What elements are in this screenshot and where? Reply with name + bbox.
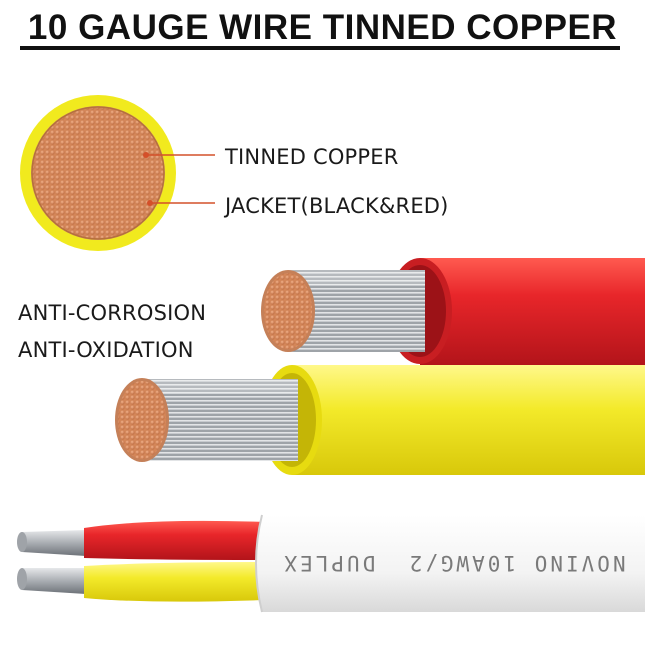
- yellow-insulation: [84, 562, 265, 602]
- label-tinned-copper: TINNED COPPER: [225, 145, 399, 169]
- page-title: 10 GAUGE WIRE TINNED COPPER: [27, 8, 618, 47]
- red-wire: [261, 258, 645, 365]
- white-sheath: [256, 515, 645, 612]
- yellow-wire: [115, 365, 645, 475]
- cross-section: [20, 95, 176, 251]
- callout-lines: [143, 152, 215, 206]
- red-insulation: [84, 520, 265, 560]
- feature-anti-corrosion: ANTI-CORROSION: [18, 301, 207, 325]
- red-conductor-tip: [22, 530, 86, 556]
- copper-strands: [32, 107, 164, 239]
- duplex-cable: [17, 514, 645, 613]
- title-underline: [20, 46, 620, 50]
- feature-anti-oxidation: ANTI-OXIDATION: [18, 338, 194, 362]
- callout-dot-jacket: [147, 200, 153, 206]
- label-jacket: JACKET(BLACK&RED): [225, 194, 449, 218]
- yellow-conductor-tip: [22, 568, 86, 594]
- cable-print-text: NOVINO 10AWG/2 DUPLEX: [281, 551, 626, 575]
- callout-dot-conductor: [143, 152, 149, 158]
